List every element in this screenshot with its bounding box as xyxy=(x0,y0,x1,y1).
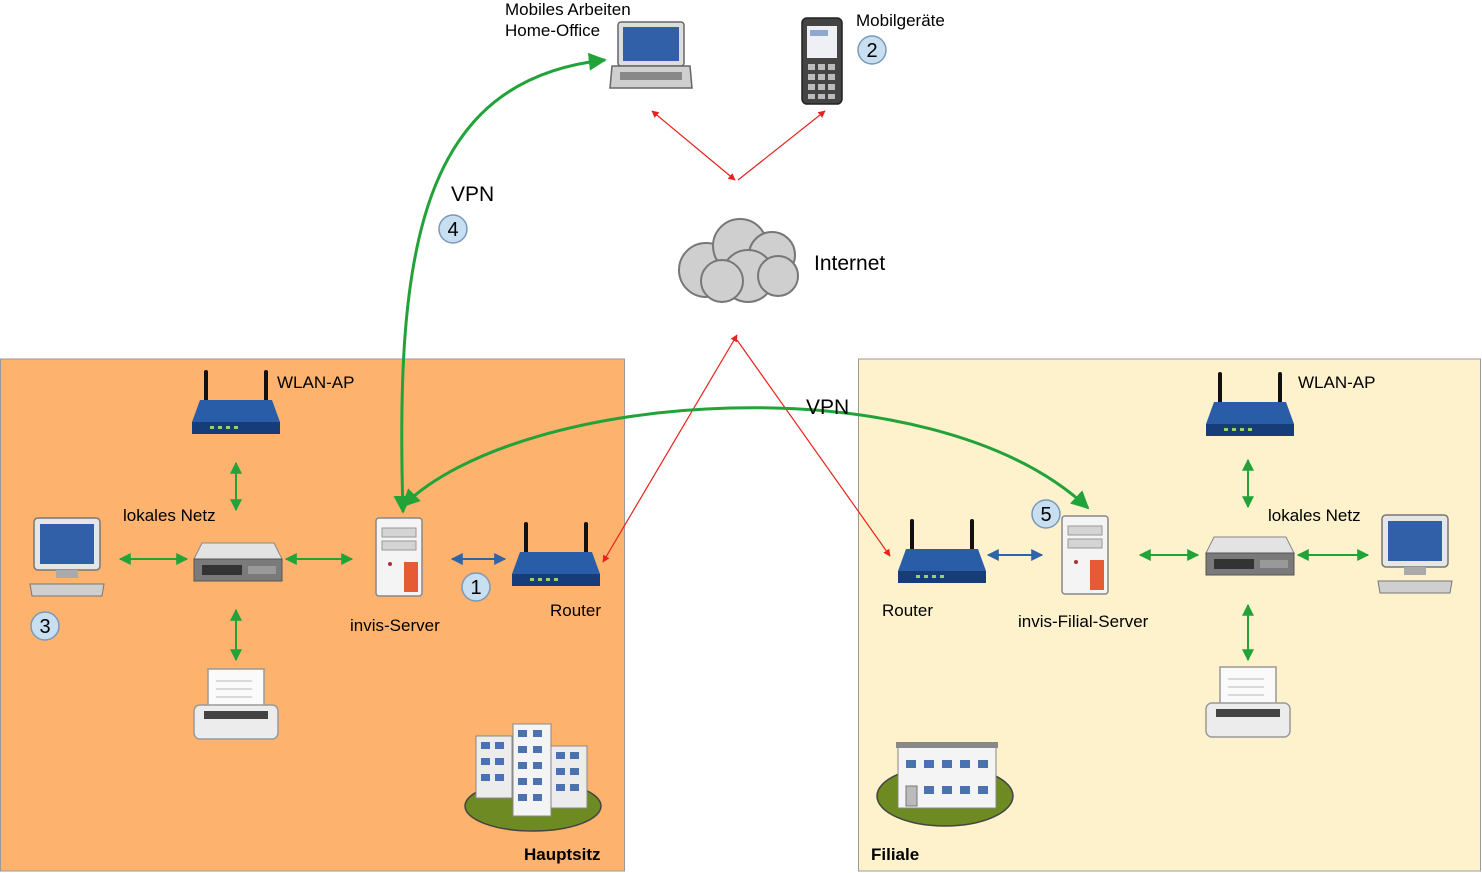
vpn-branch-label: VPN xyxy=(806,396,849,419)
branch-local-links xyxy=(1138,458,1370,662)
branch-label: Filiale xyxy=(871,845,919,864)
invis-branch-server-label: invis-Filial-Server xyxy=(1018,612,1149,631)
wlan-ap-hq-label: WLAN-AP xyxy=(277,373,354,392)
laptop-icon xyxy=(609,21,693,89)
branch-building-icon xyxy=(876,742,1014,827)
network-switch-branch-icon xyxy=(1205,536,1295,576)
office-building-icon xyxy=(464,723,602,832)
vpn-home-office-label: VPN xyxy=(451,183,494,206)
marker-circles xyxy=(30,35,1061,641)
router-hq-label: Router xyxy=(550,601,601,620)
workstation-hq-icon xyxy=(29,517,105,597)
local-net-branch-label: lokales Netz xyxy=(1268,506,1361,525)
wlan-ap-branch-label: WLAN-AP xyxy=(1298,373,1375,392)
marker-3: 3 xyxy=(39,616,50,638)
cloud-icon xyxy=(678,218,799,303)
workstation-branch-icon xyxy=(1377,514,1453,594)
hq-local-links xyxy=(118,461,354,662)
network-switch-hq-icon xyxy=(193,542,283,582)
internet-links xyxy=(602,110,891,563)
marker-5: 5 xyxy=(1040,504,1051,526)
home-office-label: Home-Office xyxy=(505,21,600,40)
marker-1: 1 xyxy=(470,577,481,599)
mobile-devices-label: Mobilgeräte xyxy=(856,11,945,30)
vpn-home-office-link xyxy=(393,52,607,514)
mobile-phone-icon xyxy=(801,17,843,105)
internet-to-mobile-link xyxy=(737,110,826,181)
headquarters-label: Hauptsitz xyxy=(524,845,601,864)
internet-label: Internet xyxy=(814,252,885,275)
router-branch-label: Router xyxy=(882,601,933,620)
invis-branch-server-icon xyxy=(1061,515,1109,595)
internet-to-laptop-link xyxy=(651,110,736,181)
marker-4: 4 xyxy=(447,219,458,241)
invis-server-icon xyxy=(375,517,423,597)
internet-to-branch-router-link xyxy=(736,339,891,557)
internet-to-hq-router-link xyxy=(602,334,738,563)
marker-2: 2 xyxy=(866,40,877,62)
local-net-hq-label: lokales Netz xyxy=(123,506,216,525)
mobile-work-label: Mobiles Arbeiten xyxy=(505,0,631,19)
invis-server-label: invis-Server xyxy=(350,616,440,635)
vpn-branch-link xyxy=(401,406,1090,510)
